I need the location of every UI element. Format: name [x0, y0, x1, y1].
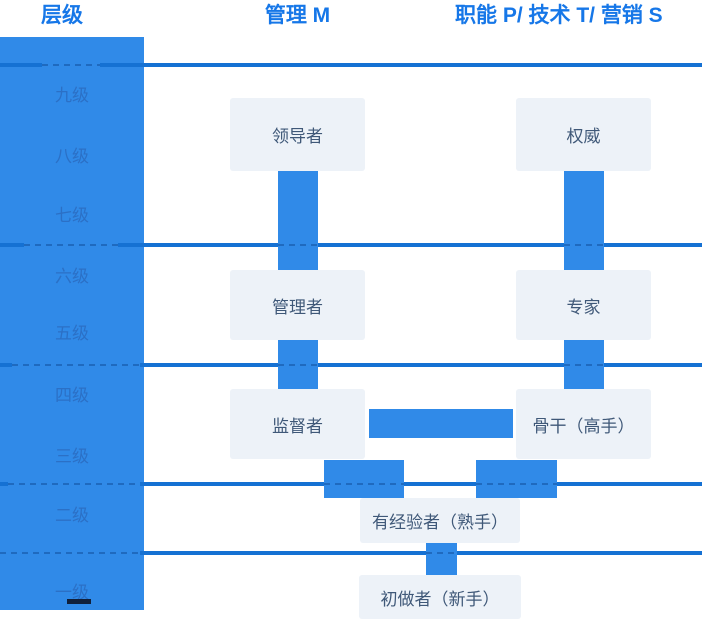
separator-line-5 — [0, 551, 702, 555]
line2-bar-dash — [24, 244, 118, 246]
connector-experienced-beginner — [426, 543, 457, 575]
line3-bar-tail — [140, 363, 144, 367]
level-label-7: 七级 — [55, 206, 89, 225]
line4-bar-tail — [140, 482, 144, 486]
column-header-function: 职能 P/ 技术 T/ 营销 S — [455, 4, 663, 27]
line2-connector-dash-left — [278, 244, 318, 246]
artifact-mark — [67, 599, 91, 604]
line4-bar-dash — [8, 483, 140, 485]
level-label-6: 六级 — [55, 267, 89, 286]
role-box-backbone: 骨干（高手） — [516, 389, 651, 459]
line5-bar-dash — [0, 552, 140, 554]
line5-connector-dash — [426, 552, 457, 554]
role-box-expert: 专家 — [516, 270, 651, 340]
line3-bar-nub — [0, 363, 12, 367]
connector-authority-expert — [564, 171, 604, 270]
level-label-3: 三级 — [55, 447, 89, 466]
connector-backbone-experienced — [476, 460, 557, 498]
level-label-4: 四级 — [55, 386, 89, 405]
role-box-leader: 领导者 — [230, 98, 365, 171]
separator-line-2 — [0, 243, 702, 247]
line3-connector-dash-right — [564, 364, 604, 366]
level-label-5: 五级 — [55, 324, 89, 343]
connector-supervisor-backbone-horizontal — [369, 409, 513, 438]
line1-bar-dash — [42, 64, 100, 66]
level-label-9: 九级 — [55, 86, 89, 105]
line4-bar-nub — [0, 482, 8, 486]
connector-leader-manager — [278, 171, 318, 270]
line1-bar-nub — [0, 63, 42, 67]
line5-bar-tail — [140, 551, 144, 555]
separator-line-3 — [0, 363, 702, 367]
line2-connector-dash-right — [564, 244, 604, 246]
level-label-8: 八级 — [55, 147, 89, 166]
column-header-management: 管理 M — [264, 4, 331, 27]
level-label-1: 一级 — [55, 583, 89, 602]
separator-line-1 — [0, 63, 702, 67]
role-box-authority: 权威 — [516, 98, 651, 171]
role-box-beginner: 初做者（新手） — [359, 575, 521, 619]
line4-connector-dash-right — [476, 483, 557, 485]
column-header-level: 层级 — [41, 4, 83, 27]
role-box-supervisor: 监督者 — [230, 389, 365, 459]
line2-bar-tail — [118, 243, 144, 247]
line2-bar-nub — [0, 243, 24, 247]
role-box-manager: 管理者 — [230, 270, 365, 340]
line3-connector-dash-left — [278, 364, 318, 366]
line1-bar-tail — [100, 63, 144, 67]
connector-supervisor-experienced — [324, 460, 404, 498]
line3-bar-dash — [12, 364, 140, 366]
role-box-experienced: 有经验者（熟手） — [360, 498, 520, 543]
line4-connector-dash-left — [324, 483, 404, 485]
level-label-2: 二级 — [55, 506, 89, 525]
level-scale-bar: 九级 八级 七级 六级 五级 四级 三级 二级 一级 — [0, 37, 144, 610]
